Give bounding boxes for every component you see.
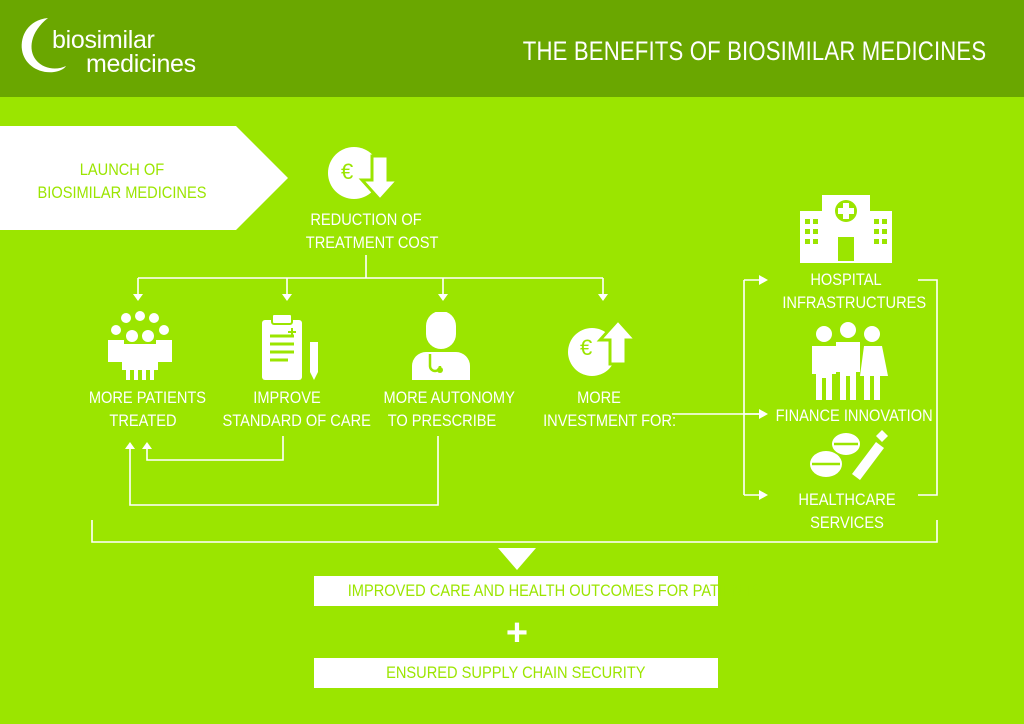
outcome-box-supply: ENSURED SUPPLY CHAIN SECURITY: [314, 658, 718, 688]
reduction-line1: REDUCTION OF: [310, 210, 422, 229]
autonomy-line2: TO PRESCRIBE: [387, 411, 497, 430]
investment-label: MORE INVESTMENT FOR:: [543, 386, 677, 432]
logo-text-biosimilar: biosimilar: [52, 26, 155, 54]
pills-syringe-icon: [810, 430, 888, 480]
hospital-line1: HOSPITAL: [810, 270, 882, 289]
innovation-label: FINANCE INNOVATION: [775, 406, 933, 425]
launch-label: LAUNCH OF BIOSIMILAR MEDICINES: [36, 158, 208, 204]
outcome-box-care: IMPROVED CARE AND HEALTH OUTCOMES FOR PA…: [314, 576, 762, 606]
page-title: THE BENEFITS OF BIOSIMILAR MEDICINES: [522, 36, 986, 66]
reduction-line2: TREATMENT COST: [305, 233, 439, 252]
reduction-label: REDUCTION OF TREATMENT COST: [305, 208, 439, 254]
patients-line1: MORE PATIENTS: [88, 388, 207, 407]
logo-crescent-icon: [21, 18, 66, 73]
logo-text-medicines: medicines: [86, 50, 196, 78]
launch-label-line1: LAUNCH OF: [79, 160, 165, 179]
euro-symbol-cost: €: [341, 159, 354, 184]
down-triangle-icon: [498, 548, 536, 570]
group-of-people-icon: [108, 311, 172, 380]
hospital-label: HOSPITAL INFRASTRUCTURES: [782, 268, 927, 314]
investment-line1: MORE: [577, 388, 621, 407]
hospital-building-icon: [800, 195, 892, 263]
healthcare-line2: SERVICES: [810, 513, 884, 532]
euro-symbol-investment: €: [580, 335, 593, 360]
outcome-supply-text: ENSURED SUPPLY CHAIN SECURITY: [386, 663, 646, 682]
outcome-care-text: IMPROVED CARE AND HEALTH OUTCOMES FOR PA…: [347, 581, 763, 600]
doctor-stethoscope-icon: [412, 312, 470, 380]
launch-label-line2: BIOSIMILAR MEDICINES: [37, 183, 207, 202]
autonomy-label: MORE AUTONOMY TO PRESCRIBE: [383, 386, 515, 432]
euro-coin-down-arrow-icon: [328, 147, 402, 203]
hospital-line2: INFRASTRUCTURES: [782, 293, 927, 312]
investment-line2: INVESTMENT FOR:: [543, 411, 677, 430]
healthcare-label: HEALTHCARE SERVICES: [793, 488, 901, 534]
medical-staff-icon: [812, 322, 888, 400]
standard-line1: IMPROVE: [253, 388, 321, 407]
standard-label: IMPROVE STANDARD OF CARE: [222, 386, 371, 432]
patients-label: MORE PATIENTS TREATED: [88, 386, 207, 432]
standard-line2: STANDARD OF CARE: [222, 411, 371, 430]
clipboard-pen-icon: [262, 313, 318, 380]
launch-arrow-shape: [0, 126, 288, 230]
euro-coin-up-arrow-icon: [568, 317, 640, 376]
plus-sign: +: [505, 612, 529, 654]
autonomy-line1: MORE AUTONOMY: [383, 388, 515, 407]
healthcare-line1: HEALTHCARE: [798, 490, 896, 509]
header-bar: biosimilar medicines THE BENEFITS OF BIO…: [0, 0, 1024, 97]
patients-line2: TREATED: [109, 411, 177, 430]
